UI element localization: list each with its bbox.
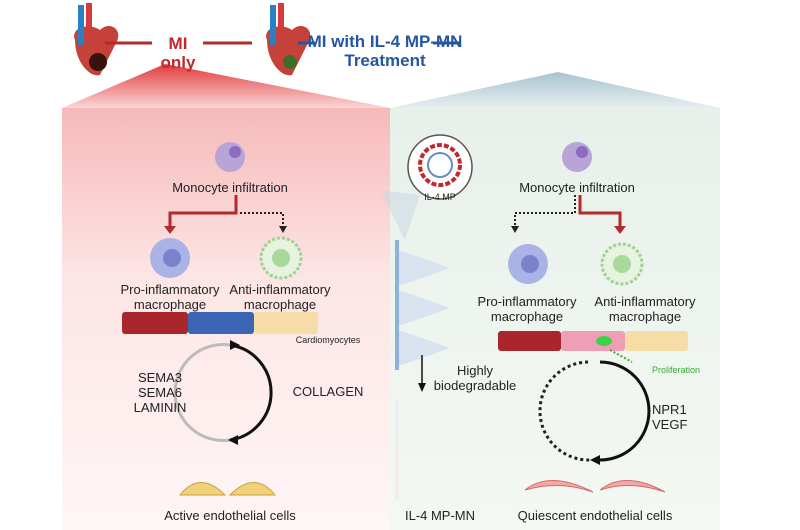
right-triangle — [390, 72, 720, 108]
anti-macrophage-label: Anti-inflammatory macrophage — [594, 294, 696, 324]
arrow — [168, 195, 238, 228]
cardiomyocytes-label: Cardiomyocytes — [295, 335, 361, 345]
microneedle-patch — [395, 240, 399, 370]
monocyte-icon — [215, 142, 245, 172]
endothelial-label: Active endothelial cells — [164, 508, 296, 523]
biodegradable-label: Highly biodegradable — [433, 363, 517, 393]
cardiomyocyte — [498, 331, 561, 351]
il4-mp-label: IL-4 MP — [424, 192, 456, 202]
proliferation-label: Proliferation — [651, 365, 701, 375]
cardiomyocyte — [122, 312, 188, 334]
collagen-label: COLLAGEN — [292, 384, 364, 399]
endothelial-label: Quiescent endothelial cells — [517, 508, 673, 523]
monocyte-icon — [562, 142, 592, 172]
right-panel-title: MI with IL-4 MP-MN Treatment — [307, 32, 463, 70]
heart-icon — [266, 3, 311, 76]
monocyte-label: Monocyte infiltration — [519, 180, 635, 195]
heart-icon — [74, 3, 119, 76]
il4-mp-icon — [407, 134, 473, 200]
anti-macrophage-label: Anti-inflammatory macrophage — [229, 282, 331, 312]
left-triangle — [62, 64, 390, 108]
left-panel-title: MI only — [160, 34, 196, 72]
factors-label: NPR1 VEGF — [652, 402, 688, 432]
microneedle-label: IL-4 MP-MN — [404, 508, 476, 523]
monocyte-label: Monocyte infiltration — [172, 180, 288, 195]
left-factors-label: SEMA3 SEMA6 LAMININ — [133, 370, 187, 415]
pro-macrophage-label: Pro-inflammatory macrophage — [120, 282, 220, 312]
pro-macrophage-label: Pro-inflammatory macrophage — [477, 294, 577, 324]
